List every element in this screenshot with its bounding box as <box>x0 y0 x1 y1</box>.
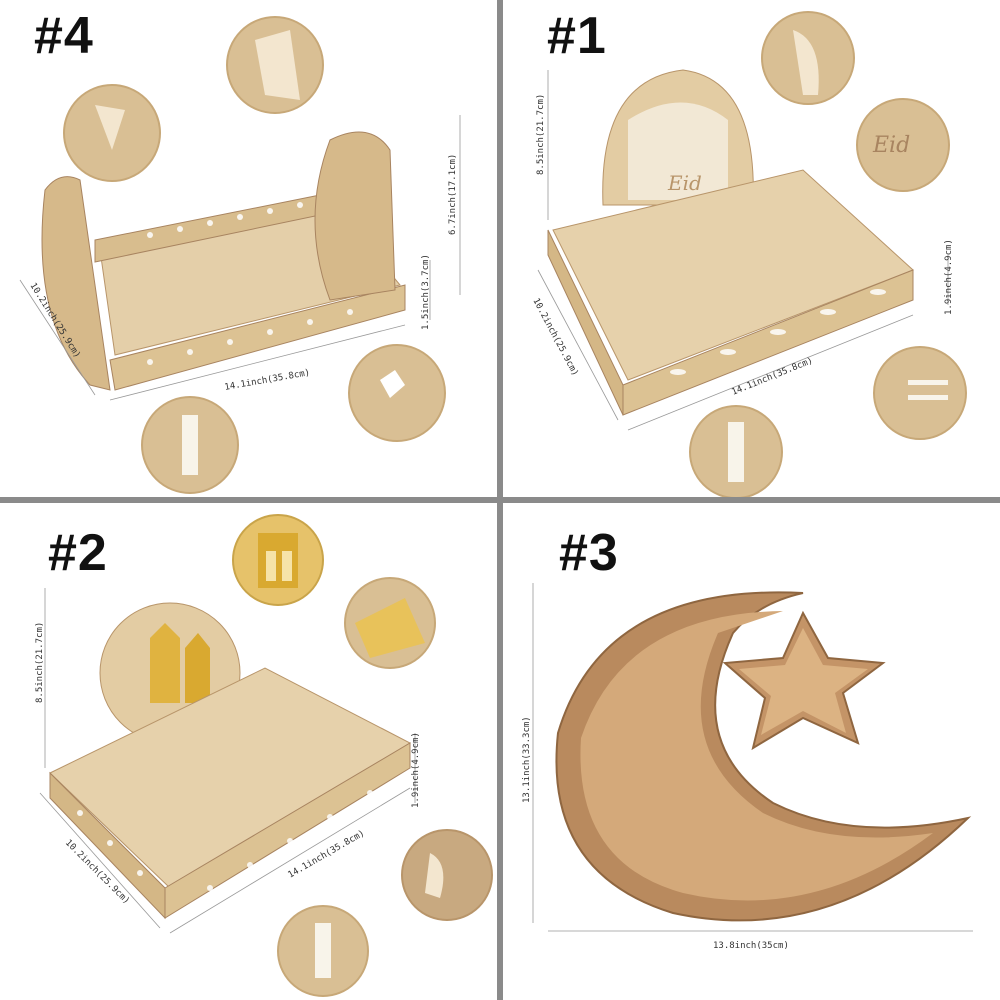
dimension-rim-label: 1.9inch(4.9cm) <box>944 239 954 315</box>
dimension-height-label: 13.1inch(33.3cm) <box>522 716 532 803</box>
detail-zoom-circles <box>232 514 493 997</box>
panel-label: #3 <box>559 524 619 582</box>
arch-engraving: Eid <box>667 171 702 195</box>
product-panel-3: 13.1inch(33.3cm) 13.8inch(35cm) #3 <box>503 503 1000 1000</box>
product-panel-1: Eid 14.1inch(35.8cm) 10.2inch(25.9cm) 8.… <box>503 0 1000 497</box>
horizontal-divider <box>0 497 1000 503</box>
detail-zoom-circles: Eid <box>689 11 967 497</box>
dimension-height-label: 6.7inch(17.1cm) <box>448 154 458 235</box>
moon-star-tray-illustration: 13.1inch(33.3cm) 13.8inch(35cm) <box>522 583 973 951</box>
product-panel-4: 14.1inch(35.8cm) 10.2inch(25.9cm) 6.7inc… <box>0 0 497 497</box>
product-panel-2: 14.1inch(35.8cm) 10.2inch(25.9cm) 8.5inc… <box>0 503 497 1000</box>
tray-4-illustration: 14.1inch(35.8cm) 10.2inch(25.9cm) 6.7inc… <box>19 16 461 494</box>
dimension-rim-label: 1.9inch(4.9cm) <box>411 732 421 808</box>
panel-label: #4 <box>34 7 94 65</box>
panel-label: #2 <box>48 524 108 582</box>
detail-engraving: Eid <box>872 133 910 158</box>
dimension-height-label: 8.5inch(21.7cm) <box>536 94 546 175</box>
panel-label: #1 <box>547 7 607 65</box>
dimension-length-label: 14.1inch(35.8cm) <box>224 368 311 393</box>
dimension-rim-label: 1.5inch(3.7cm) <box>421 254 431 330</box>
dimension-width-label: 13.8inch(35cm) <box>713 941 789 951</box>
detail-zoom-circles <box>63 16 446 494</box>
star-tray-inner <box>739 628 868 735</box>
dimension-height-label: 8.5inch(21.7cm) <box>35 622 45 703</box>
tray-1-illustration: Eid 14.1inch(35.8cm) 10.2inch(25.9cm) 8.… <box>530 11 967 497</box>
moon-tray-inner <box>580 611 933 901</box>
dimension-width-label: 10.2inch(25.9cm) <box>530 297 580 378</box>
tray-2-illustration: 14.1inch(35.8cm) 10.2inch(25.9cm) 8.5inc… <box>35 514 493 997</box>
